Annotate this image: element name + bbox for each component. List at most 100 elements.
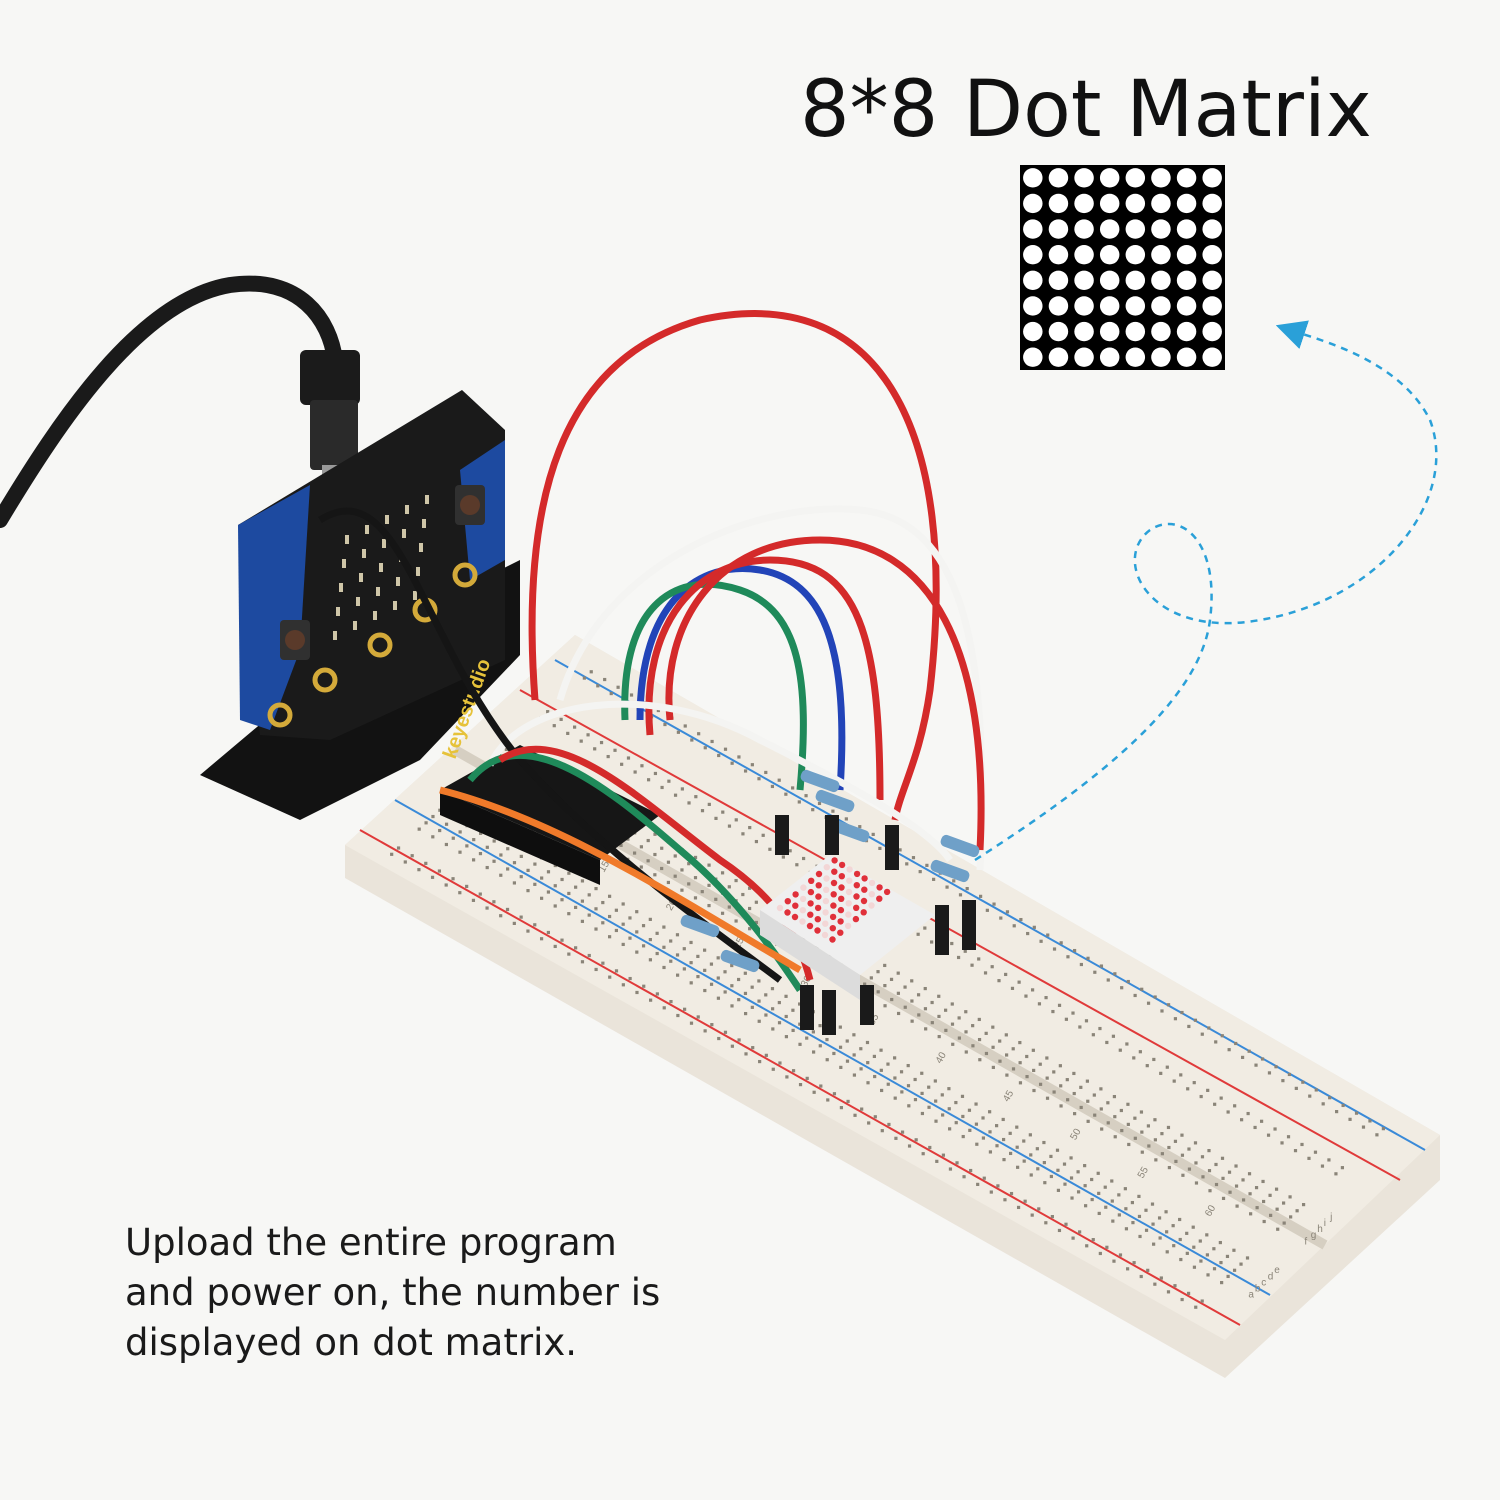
breadboard-hole [553, 863, 557, 868]
breadboard-hole [876, 990, 880, 994]
breadboard-hole [853, 1113, 857, 1117]
breadboard-hole [1254, 1186, 1259, 1190]
breadboard-hole [954, 1100, 958, 1105]
breadboard-hole [971, 1024, 975, 1028]
breadboard-hole [1137, 1194, 1141, 1199]
breadboard-hole [1153, 995, 1157, 999]
breadboard-hole [995, 1144, 999, 1148]
breadboard-hole [970, 963, 974, 967]
breadboard-hole [560, 938, 564, 942]
breadboard-hole [937, 1014, 941, 1019]
row-letter: h [1317, 1224, 1323, 1235]
breadboard-hole [1042, 1161, 1046, 1165]
breadboard-hole [1086, 1099, 1090, 1103]
breadboard-hole [1220, 1156, 1225, 1160]
breadboard-hole [689, 961, 693, 965]
breadboard-hole [390, 852, 394, 856]
breadboard-hole [1200, 1032, 1204, 1036]
matrix-dot [1176, 321, 1197, 342]
breadboard-hole [648, 958, 653, 962]
breadboard-hole [1147, 1144, 1151, 1148]
column-number: 60 [1203, 1203, 1218, 1219]
breadboard-hole [1011, 1047, 1015, 1051]
breadboard-hole [903, 1005, 907, 1009]
breadboard-hole [737, 998, 741, 1002]
breadboard-hole [1099, 964, 1104, 968]
breadboard-hole [540, 876, 544, 880]
breadboard-hole [424, 861, 428, 865]
breadboard-hole [866, 1061, 870, 1065]
breadboard-hole [1012, 924, 1016, 928]
breadboard-hole [655, 931, 659, 935]
breadboard-hole [955, 1161, 959, 1165]
breadboard-hole [730, 1044, 734, 1048]
breadboard-hole [1124, 1207, 1128, 1211]
breadboard-hole [723, 1030, 728, 1034]
module-led [868, 902, 875, 909]
matrix-dot [1151, 296, 1171, 316]
breadboard-hole [940, 1093, 944, 1097]
module-led [845, 911, 852, 918]
breadboard-hole [1164, 1210, 1168, 1214]
breadboard-hole [621, 902, 625, 906]
breadboard-hole [709, 982, 714, 986]
breadboard-hole [667, 779, 671, 783]
breadboard-hole [964, 1050, 968, 1054]
breadboard-hole [818, 1024, 822, 1028]
breadboard-hole [937, 1034, 941, 1039]
breadboard-hole [896, 1011, 901, 1016]
module-led [829, 925, 836, 932]
breadboard-hole [649, 998, 653, 1002]
matrix-dot [1202, 219, 1222, 239]
module-led [860, 909, 867, 916]
breadboard-hole [730, 963, 734, 968]
breadboard-hole [1076, 1170, 1080, 1174]
breadboard-hole [1199, 1259, 1203, 1263]
breadboard-hole [916, 993, 921, 997]
breadboard-hole [781, 855, 785, 859]
breadboard-hole [920, 1091, 924, 1095]
module-led [845, 900, 852, 907]
breadboard-hole [410, 854, 414, 858]
breadboard-hole [734, 878, 738, 883]
breadboard-hole [965, 887, 969, 891]
microbit-led [376, 587, 380, 596]
breadboard-hole [690, 738, 694, 742]
breadboard-hole [1127, 1142, 1131, 1147]
breadboard-hole [771, 1067, 775, 1071]
breadboard-hole [791, 1028, 795, 1033]
breadboard-hole [734, 818, 738, 822]
breadboard-hole [717, 1036, 721, 1041]
breadboard-hole [1032, 1068, 1036, 1073]
breadboard-hole [662, 945, 666, 949]
breadboard-hole [660, 866, 664, 871]
breadboard-hole [988, 1150, 993, 1154]
breadboard-hole [1130, 1200, 1135, 1205]
module-led [822, 909, 829, 916]
matrix-dot [1048, 347, 1069, 367]
module-led [799, 918, 806, 925]
breadboard-hole [906, 1084, 911, 1088]
breadboard-hole [750, 1005, 754, 1009]
breadboard-hole [696, 1015, 700, 1019]
breadboard-hole [941, 1153, 946, 1157]
matrix-dot [1202, 270, 1222, 291]
microbit-led [425, 495, 429, 504]
breadboard-hole [485, 906, 489, 910]
breadboard-hole [893, 1096, 897, 1100]
breadboard-hole [859, 1067, 863, 1071]
breadboard-hole [559, 717, 563, 721]
jumper-wires [318, 310, 986, 992]
breadboard-hole [609, 691, 613, 696]
matrix-dot [1202, 347, 1222, 367]
matrix-dot [1023, 219, 1043, 239]
breadboard-hole [666, 880, 671, 885]
breadboard-hole [567, 871, 571, 875]
breadboard-hole [1073, 1112, 1077, 1116]
breadboard-hole [1133, 1136, 1137, 1140]
breadboard-hole [1072, 948, 1077, 953]
breadboard-hole [811, 1030, 815, 1034]
breadboard-hole [991, 1065, 995, 1070]
breadboard-hole [1295, 1209, 1299, 1213]
breadboard-hole [944, 1028, 948, 1032]
